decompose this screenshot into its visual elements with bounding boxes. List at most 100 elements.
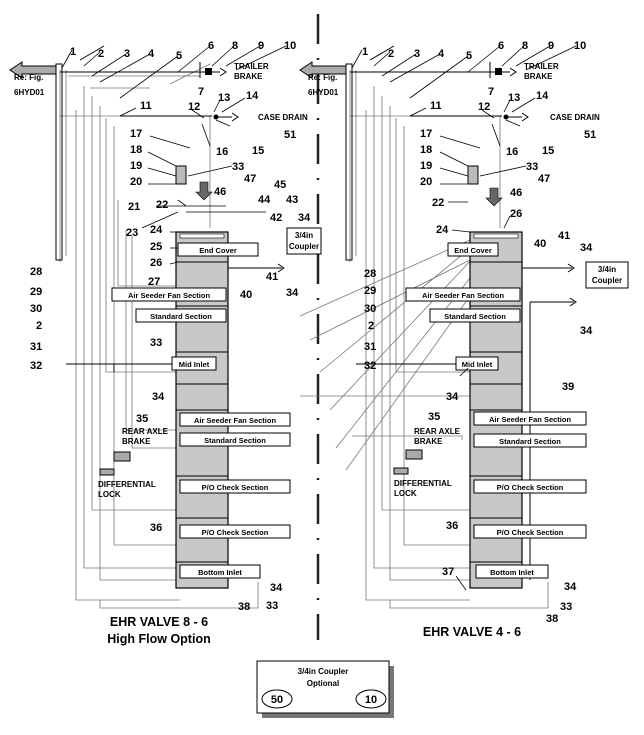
left-callout-1: 1 <box>70 46 76 58</box>
right-trailer-brake-label-1: TRAILER <box>524 62 559 71</box>
right-callout-11: 11 <box>430 100 442 112</box>
right-diff-lock-label-2: LOCK <box>394 489 417 498</box>
right-section-po-check-2: P/O Check Section <box>497 528 564 537</box>
right-section-end-cover: End Cover <box>454 246 492 255</box>
right-section-mid-inlet: Mid Inlet <box>462 360 493 369</box>
left-callout-33c: 33 <box>266 600 278 612</box>
right-callout-18: 18 <box>420 144 432 156</box>
right-callout-2: 2 <box>388 48 394 60</box>
right-callout-30: 30 <box>364 303 376 315</box>
right-callout-5: 5 <box>466 50 472 62</box>
right-callout-28: 28 <box>364 268 376 280</box>
right-section-po-check-1: P/O Check Section <box>497 483 564 492</box>
right-callout-13: 13 <box>508 92 520 104</box>
left-section-po-check-2: P/O Check Section <box>202 528 269 537</box>
left-case-drain-coupler <box>213 112 239 122</box>
right-coupler-box <box>585 261 629 289</box>
right-rear-axle-label-1: REAR AXLE <box>414 427 461 436</box>
right-callout-15: 15 <box>542 145 554 157</box>
left-callout-23: 23 <box>126 227 138 239</box>
left-callout-10: 10 <box>284 40 296 52</box>
left-callout-2b: 2 <box>36 320 42 332</box>
left-coupler-label-2: Coupler <box>289 242 319 251</box>
left-callout-32: 32 <box>30 360 42 372</box>
left-callout-17: 17 <box>130 128 142 140</box>
right-callout-12: 12 <box>478 101 490 113</box>
left-flow-arrow <box>195 181 213 201</box>
left-ref-arrow <box>9 61 57 79</box>
left-callout-34a: 34 <box>298 212 311 224</box>
left-callout-22: 22 <box>156 199 168 211</box>
left-callout-16: 16 <box>216 146 228 158</box>
left-differential-lock-valve <box>99 468 115 476</box>
left-coupler-label-1: 3/4in <box>295 231 313 240</box>
left-callout-34d: 34 <box>270 582 283 594</box>
right-differential-lock-valve <box>393 467 409 475</box>
left-callout-42: 42 <box>270 212 282 224</box>
left-callout-6: 6 <box>208 40 214 52</box>
left-callout-21: 21 <box>128 201 140 213</box>
left-section-boxes <box>111 242 291 579</box>
right-callout-3: 3 <box>414 48 420 60</box>
right-diff-lock-label-1: DIFFERENTIAL <box>394 479 452 488</box>
left-callout-43: 43 <box>286 194 298 206</box>
left-callout-36: 36 <box>150 522 162 534</box>
optional-box-num-10: 10 <box>365 694 377 706</box>
right-callout-34b: 34 <box>580 325 593 337</box>
right-trailer-brake-coupler <box>495 67 517 77</box>
left-callout-30: 30 <box>30 303 42 315</box>
right-callout-1: 1 <box>362 46 368 58</box>
left-rear-axle-label-2: BRAKE <box>122 437 151 446</box>
left-title-line-1: EHR VALVE 8 - 6 <box>110 615 208 629</box>
left-callout-12: 12 <box>188 101 200 113</box>
right-callout-37: 37 <box>442 566 454 578</box>
left-section-po-check-1: P/O Check Section <box>202 483 269 492</box>
right-callout-31: 31 <box>364 341 376 353</box>
left-case-drain-number: 51 <box>284 129 296 141</box>
right-callout-4: 4 <box>438 48 445 60</box>
right-ref-label-2: 6HYD01 <box>308 88 339 97</box>
left-section-standard-2: Standard Section <box>204 436 266 445</box>
right-section-air-seeder-2: Air Seeder Fan Section <box>489 415 572 424</box>
left-trailer-brake-label-1: TRAILER <box>234 62 269 71</box>
right-callout-46: 46 <box>510 187 522 199</box>
left-callout-38: 38 <box>238 601 250 613</box>
right-callout-38: 38 <box>546 613 558 625</box>
right-case-drain-number: 51 <box>584 129 596 141</box>
right-callout-19: 19 <box>420 160 432 172</box>
right-callout-10: 10 <box>574 40 586 52</box>
left-callout-3: 3 <box>124 48 130 60</box>
left-trailer-brake-label-2: BRAKE <box>234 72 263 81</box>
right-section-boxes <box>405 242 587 579</box>
left-section-standard-1: Standard Section <box>150 312 212 321</box>
left-rear-axle-label-1: REAR AXLE <box>122 427 169 436</box>
left-diff-lock-label-1: DIFFERENTIAL <box>98 480 156 489</box>
left-diff-lock-label-2: LOCK <box>98 490 121 499</box>
left-trailer-brake-coupler <box>205 67 227 77</box>
right-flow-arrow <box>485 187 503 207</box>
left-section-bottom-inlet: Bottom Inlet <box>198 568 242 577</box>
right-solenoid <box>467 165 479 185</box>
right-coupler-label-1: 3/4in <box>598 265 616 274</box>
left-panel: End Cover Air Seeder Fan Section Standar… <box>9 40 322 646</box>
left-callout-34c: 34 <box>152 391 165 403</box>
right-callout-32: 32 <box>364 360 376 372</box>
left-callout-46: 46 <box>214 186 226 198</box>
right-callout-6: 6 <box>498 40 504 52</box>
left-callout-47: 47 <box>244 173 256 185</box>
left-callout-5: 5 <box>176 50 182 62</box>
left-section-air-seeder-1: Air Seeder Fan Section <box>128 291 211 300</box>
left-callout-35: 35 <box>136 413 148 425</box>
right-callout-26: 26 <box>510 208 522 220</box>
left-callout-28: 28 <box>30 266 42 278</box>
right-callout-7: 7 <box>488 86 494 98</box>
left-ref-label-1: Re: Fig. <box>14 73 43 82</box>
left-callout-40: 40 <box>240 289 252 301</box>
left-callout-34b: 34 <box>286 287 299 299</box>
left-callout-7: 7 <box>198 86 204 98</box>
right-rear-axle-label-2: BRAKE <box>414 437 443 446</box>
right-callout-41: 41 <box>558 230 570 242</box>
left-callout-11: 11 <box>140 100 152 112</box>
right-trailer-brake-label-2: BRAKE <box>524 72 553 81</box>
left-section-mid-inlet: Mid Inlet <box>179 360 210 369</box>
